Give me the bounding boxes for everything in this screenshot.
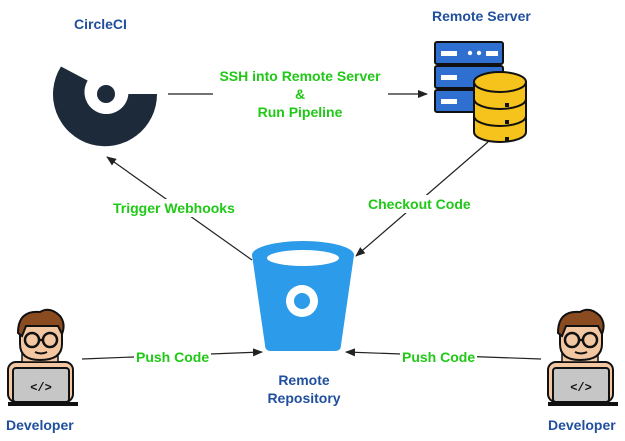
developer-left-icon: </> <box>7 308 78 406</box>
developer-left-label: Developer <box>6 417 74 433</box>
bitbucket-bucket-icon <box>252 241 354 351</box>
ssh-edge-label-line3: Run Pipeline <box>257 104 343 120</box>
remote-server-label: Remote Server <box>432 8 531 24</box>
developer-right-label: Developer <box>548 417 616 433</box>
ssh-edge-label-line2: & <box>294 86 306 102</box>
developer-right-icon: </> <box>547 308 618 406</box>
remote-repository-label: Remote Repository <box>262 371 346 407</box>
server-database-icon <box>434 41 527 143</box>
push-code-left-label: Push Code <box>134 348 212 366</box>
svg-text:</>: </> <box>570 381 592 395</box>
ssh-edge-label: SSH into Remote Server & Run Pipeline <box>205 67 395 121</box>
push-code-right-label: Push Code <box>400 348 478 366</box>
remote-repository-label-line1: Remote <box>278 372 330 388</box>
checkout-code-label: Checkout Code <box>366 195 473 213</box>
trigger-webhooks-label: Trigger Webhooks <box>111 199 237 217</box>
ssh-edge-label-line1: SSH into Remote Server <box>219 68 381 84</box>
svg-text:</>: </> <box>30 381 52 395</box>
remote-repository-label-line2: Repository <box>267 390 341 406</box>
circleci-label: CircleCI <box>74 16 127 32</box>
circleci-logo-icon <box>53 66 158 147</box>
